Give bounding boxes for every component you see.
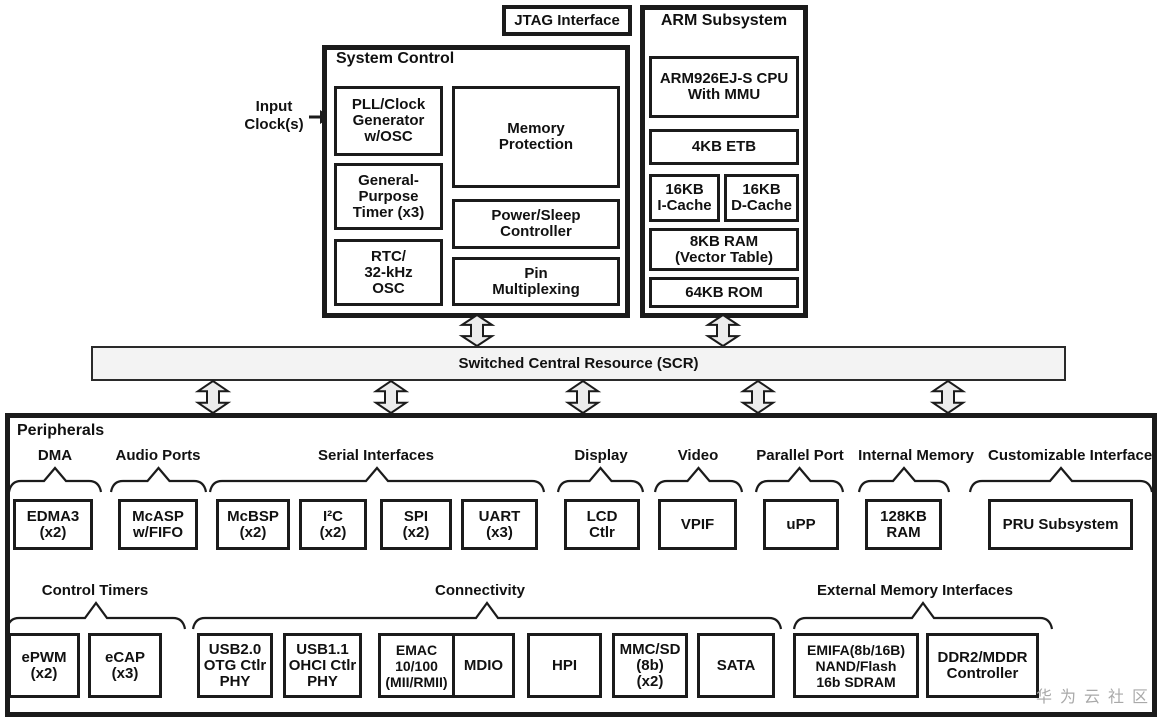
mcbsp-block: McBSP (x2) bbox=[216, 499, 290, 550]
group-label-video: Video bbox=[677, 447, 719, 464]
bus-arrow-icon bbox=[194, 379, 232, 415]
ram-128kb-block: 128KB RAM bbox=[865, 499, 942, 550]
bus-arrow-icon bbox=[739, 379, 777, 415]
pin-multiplexing-block: Pin Multiplexing bbox=[452, 257, 620, 306]
epwm-block: ePWM (x2) bbox=[8, 633, 80, 698]
group-label-connectivity: Connectivity bbox=[434, 582, 525, 599]
icache-block: 16KB I-Cache bbox=[649, 174, 720, 222]
arm926-cpu-block: ARM926EJ-S CPU With MMU bbox=[649, 56, 799, 118]
edma3-block: EDMA3 (x2) bbox=[13, 499, 93, 550]
brace-audio-ports bbox=[109, 466, 208, 493]
mmcsd-block: MMC/SD (8b) (x2) bbox=[612, 633, 688, 698]
group-label-parallel-port: Parallel Port bbox=[756, 447, 844, 464]
mcasp-block: McASP w/FIFO bbox=[118, 499, 198, 550]
vpif-block: VPIF bbox=[658, 499, 737, 550]
brace-display bbox=[556, 466, 645, 493]
watermark-text: 华为云社区 bbox=[1036, 689, 1157, 706]
mdio-block: MDIO bbox=[452, 633, 515, 698]
input-clock-label: Input Clock(s) bbox=[244, 98, 304, 133]
emac-block: EMAC 10/100 (MII/RMII) bbox=[378, 633, 455, 698]
group-label-audio-ports: Audio Ports bbox=[115, 447, 201, 464]
system-control-title: System Control bbox=[336, 50, 455, 67]
ecap-block: eCAP (x3) bbox=[88, 633, 162, 698]
group-label-dma: DMA bbox=[37, 447, 73, 464]
bus-arrow-icon bbox=[929, 379, 967, 415]
rtc-osc-block: RTC/ 32-kHz OSC bbox=[334, 239, 443, 306]
bus-arrow-icon bbox=[564, 379, 602, 415]
memory-protection-block: Memory Protection bbox=[452, 86, 620, 188]
group-label-external-memory-interfaces: External Memory Interfaces bbox=[817, 582, 1013, 599]
usb11-ohci-block: USB1.1 OHCI Ctlr PHY bbox=[283, 633, 362, 698]
rom-block: 64KB ROM bbox=[649, 277, 799, 308]
brace-dma bbox=[7, 466, 103, 493]
brace-customizable-interface bbox=[968, 466, 1154, 493]
peripherals-title: Peripherals bbox=[17, 422, 105, 439]
bus-arrow-icon bbox=[372, 379, 410, 415]
pru-subsystem-block: PRU Subsystem bbox=[988, 499, 1133, 550]
brace-internal-memory bbox=[857, 466, 951, 493]
uart-block: UART (x3) bbox=[461, 499, 538, 550]
upp-block: uPP bbox=[763, 499, 839, 550]
gp-timer-block: General- Purpose Timer (x3) bbox=[334, 163, 443, 230]
brace-parallel-port bbox=[754, 466, 845, 493]
bus-arrow-icon bbox=[458, 313, 496, 348]
vector-ram-block: 8KB RAM (Vector Table) bbox=[649, 228, 799, 271]
group-label-control-timers: Control Timers bbox=[41, 582, 149, 599]
spi-block: SPI (x2) bbox=[380, 499, 452, 550]
emifa-block: EMIFA(8b/16B) NAND/Flash 16b SDRAM bbox=[793, 633, 919, 698]
i2c-block: I²C (x2) bbox=[299, 499, 367, 550]
power-sleep-controller-block: Power/Sleep Controller bbox=[452, 199, 620, 249]
group-label-display: Display bbox=[574, 447, 628, 464]
sata-block: SATA bbox=[697, 633, 775, 698]
brace-connectivity bbox=[191, 601, 783, 630]
bus-arrow-icon bbox=[704, 313, 742, 348]
brace-serial-interfaces bbox=[208, 466, 546, 493]
group-label-internal-memory: Internal Memory bbox=[858, 447, 974, 464]
group-label-serial-interfaces: Serial Interfaces bbox=[318, 447, 434, 464]
brace-control-timers bbox=[5, 601, 187, 630]
group-label-customizable-interface: Customizable Interface bbox=[988, 448, 1153, 464]
dcache-block: 16KB D-Cache bbox=[724, 174, 799, 222]
scr-bar: Switched Central Resource (SCR) bbox=[91, 346, 1066, 381]
lcd-ctlr-block: LCD Ctlr bbox=[564, 499, 640, 550]
etb-block: 4KB ETB bbox=[649, 129, 799, 165]
arm-subsystem-title: ARM Subsystem bbox=[660, 12, 788, 29]
brace-external-memory-interfaces bbox=[792, 601, 1054, 630]
usb20-otg-block: USB2.0 OTG Ctlr PHY bbox=[197, 633, 273, 698]
brace-video bbox=[653, 466, 744, 493]
ddr2-mddr-block: DDR2/MDDR Controller bbox=[926, 633, 1039, 698]
hpi-block: HPI bbox=[527, 633, 602, 698]
pll-clock-generator-block: PLL/Clock Generator w/OSC bbox=[334, 86, 443, 156]
jtag-interface-block: JTAG Interface bbox=[502, 5, 632, 36]
